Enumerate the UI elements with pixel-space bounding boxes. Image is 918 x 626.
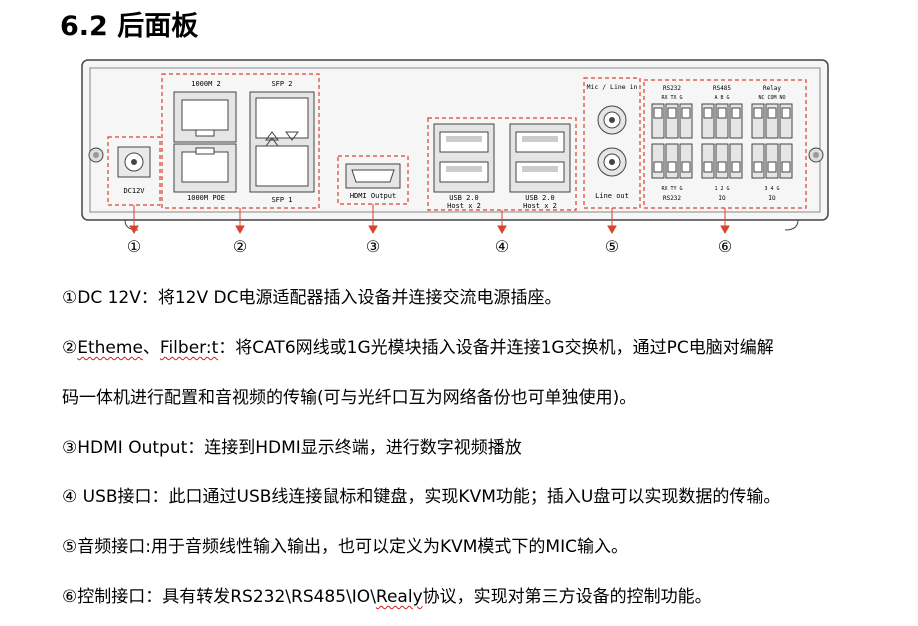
chassis-inner (89, 67, 821, 213)
desc-network-text: ：将CAT6网线或1G光模块插入设备并连接1G交换机，通过PC电脑对编解 (218, 338, 774, 358)
desc-network-filber: Filber:t (159, 338, 219, 358)
desc-control-a: ⑥控制接口：具有转发RS232\RS485\IO\ (62, 587, 376, 607)
terminal-screw-icon (717, 107, 727, 119)
desc-network: ②Etheme、Filber:t：将CAT6网线或1G光模块插入设备并连接1G交… (62, 337, 774, 359)
relay-top-label: Relay (763, 85, 781, 92)
callout-numbers: ① ② ③ ④ ⑤ ⑥ (127, 237, 732, 256)
hdmi-port-group: HDMI Output (337, 155, 409, 205)
callout-arrows (129, 204, 730, 235)
io-bottom-label-1: IO (718, 195, 726, 202)
io-bottom-label-2: IO (768, 195, 776, 202)
terminal-screw-icon (767, 161, 777, 173)
terminal-screw-icon (653, 161, 663, 173)
poe-label: 1000M POE (187, 194, 225, 202)
desc-usb: ④ USB接口：此口通过USB线连接鼠标和键盘，实现KVM功能；插入U盘可以实现… (62, 487, 781, 507)
desc-network-sep: 、 (142, 338, 160, 358)
callout-5: ⑤ (605, 237, 619, 256)
desc-network-etheme: Etheme (77, 338, 143, 358)
callout-1: ① (127, 237, 141, 256)
section-heading: 6.2 后面板 (60, 11, 199, 42)
io-pins-label-2: 3 4 G (764, 186, 779, 192)
terminal-screw-icon (667, 107, 677, 119)
hdmi-label: HDMI Output (350, 192, 396, 200)
terminal-screw-icon (781, 107, 791, 119)
terminal-pin-icon (751, 143, 765, 179)
sfp2-label: SFP 2 (271, 80, 292, 88)
desc-network-line2: 码一体机进行配置和音视频的传输(可与光纤口互为网络备份也可单独使用)。 (62, 388, 637, 408)
terminal-pin-icon (779, 143, 793, 179)
rs485-top-label: RS485 (713, 85, 731, 92)
terminal-screw-icon (653, 107, 663, 119)
terminal-screw-icon (717, 161, 727, 173)
foot-right (784, 219, 799, 231)
terminal-screw-icon (767, 107, 777, 119)
callout-4: ④ (495, 237, 509, 256)
dc-label: DC12V (123, 187, 145, 195)
desc-hdmi: ③HDMI Output：连接到HDMI显示终端，进行数字视频播放 (62, 438, 522, 458)
terminal-pin-icon (729, 143, 743, 179)
callout-6: ⑥ (718, 237, 732, 256)
usb-left-label-1: USB 2.0 (449, 194, 479, 202)
rs232-bottom-label: RS232 (663, 195, 681, 202)
line-out-label: Line out (595, 192, 629, 200)
control-port-group: RS232 RS485 Relay RX TX G A B G NC COM N… (643, 79, 807, 209)
mic-line-in-label: Mic / Line in (587, 83, 638, 91)
terminal-screw-icon (681, 161, 691, 173)
rs485-pins-label: A B G (714, 95, 729, 101)
relay-pins-label: NC COM NO (758, 95, 785, 101)
usb-port-group: USB 2.0 Host x 2 USB 2.0 Host x 2 (427, 117, 577, 211)
usb-left-label-2: Host x 2 (447, 202, 481, 210)
network-port-group: 1000M 2 1000M POE SFP 2 SFP 1 (161, 73, 320, 209)
desc-control-c: 协议，实现对第三方设备的控制功能。 (422, 587, 712, 607)
rs232-top-label: RS232 (663, 85, 681, 92)
terminal-pin-icon (665, 143, 679, 179)
callout-3: ③ (366, 237, 380, 256)
terminal-screw-icon (681, 107, 691, 119)
terminal-screw-icon (781, 161, 791, 173)
rear-panel-diagram: DC12V 1000M 2 1000M POE SFP 2 SFP 1 HDMI… (81, 59, 829, 256)
lan2-label: 1000M 2 (191, 80, 221, 88)
terminal-screw-icon (731, 107, 741, 119)
sfp1-label: SFP 1 (271, 196, 292, 204)
io-pins-label-1: 1 2 G (714, 186, 729, 192)
desc-network-num: ② (62, 338, 78, 358)
desc-control: ⑥控制接口：具有转发RS232\RS485\IO\Realy协议，实现对第三方设… (62, 586, 712, 608)
terminal-screw-icon (731, 161, 741, 173)
terminal-pin-icon (701, 143, 715, 179)
terminal-screw-icon (753, 107, 763, 119)
terminal-pin-icon (715, 143, 729, 179)
terminal-pin-icon (679, 143, 693, 179)
usb-right-label-2: Host x 2 (523, 202, 557, 210)
terminal-screw-icon (753, 161, 763, 173)
terminal-screw-icon (667, 161, 677, 173)
usb-right-label-1: USB 2.0 (525, 194, 555, 202)
desc-audio: ⑤音频接口:用于音频线性输入输出，也可以定义为KVM模式下的MIC输入。 (62, 537, 628, 557)
desc-control-realy: Realy (375, 587, 423, 607)
terminal-pin-icon (765, 143, 779, 179)
desc-dc: ①DC 12V：将12V DC电源适配器插入设备并连接交流电源插座。 (62, 288, 562, 308)
terminal-screw-icon (703, 161, 713, 173)
terminal-pin-icon (651, 143, 665, 179)
rs232-pins-label: RX TX G (661, 95, 682, 101)
rs232-bottom-pins-label: RX TY G (661, 186, 682, 192)
terminal-screw-icon (703, 107, 713, 119)
dc-port-group: DC12V (107, 136, 161, 206)
callout-2: ② (233, 237, 247, 256)
